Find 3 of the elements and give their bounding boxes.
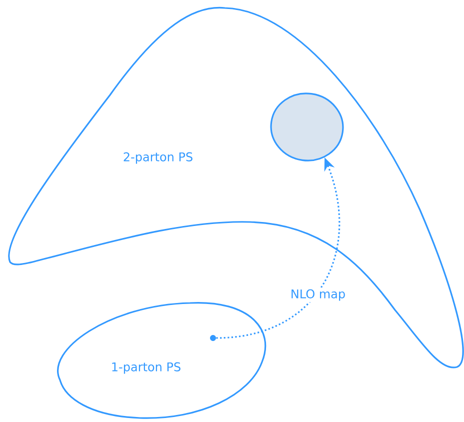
edge-label: NLO map bbox=[288, 288, 348, 302]
region-outline: 1-parton PS bbox=[57, 302, 266, 419]
shaded-region bbox=[270, 92, 344, 162]
